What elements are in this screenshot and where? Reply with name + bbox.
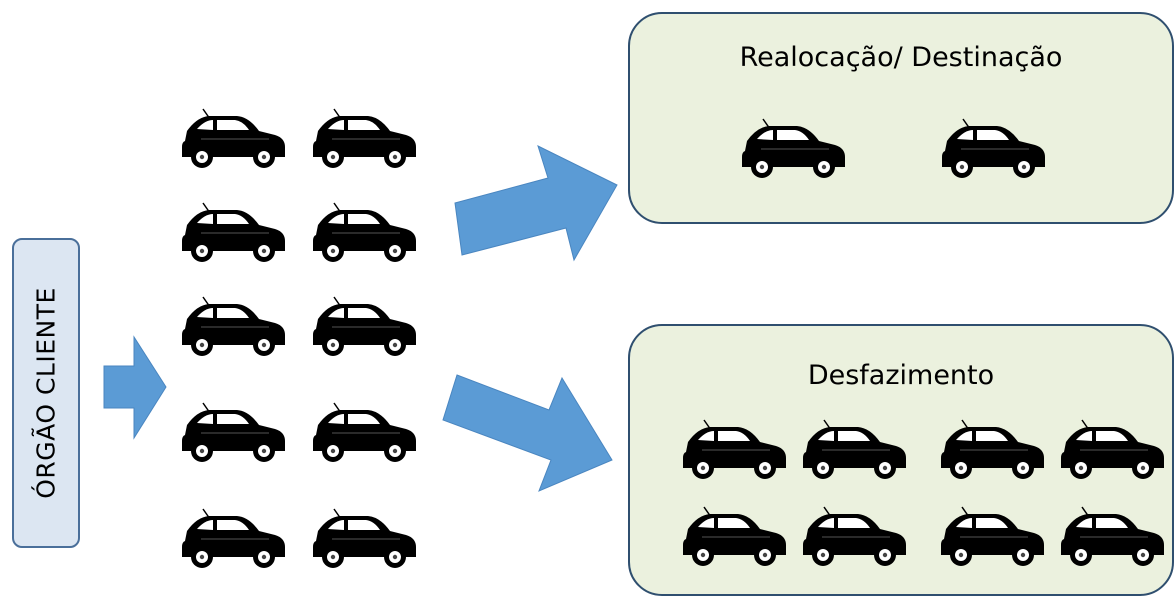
car-icon [940,506,1045,567]
car-icon [802,506,907,567]
desfazimento-title: Desfazimento [807,360,995,391]
car-icon [181,108,286,169]
car-icon [312,508,417,569]
arrow-right-icon [454,145,618,262]
arrow-right-icon [442,374,613,492]
car-icon [312,296,417,357]
car-icon [181,508,286,569]
car-icon [181,296,286,357]
car-icon [941,118,1046,179]
car-icon [741,118,846,179]
realocacao-panel: Realocação/ Destinação [628,12,1174,224]
car-icon [312,202,417,263]
car-icon [312,108,417,169]
car-icon [1060,419,1165,480]
car-icon [682,506,787,567]
client-box [12,238,80,548]
arrow-right-icon [103,335,167,440]
car-icon [940,419,1045,480]
car-icon [181,402,286,463]
car-icon [312,402,417,463]
car-icon [682,419,787,480]
realocacao-title: Realocação/ Destinação [739,42,1063,73]
car-icon [181,202,286,263]
car-icon [1060,506,1165,567]
car-icon [802,419,907,480]
